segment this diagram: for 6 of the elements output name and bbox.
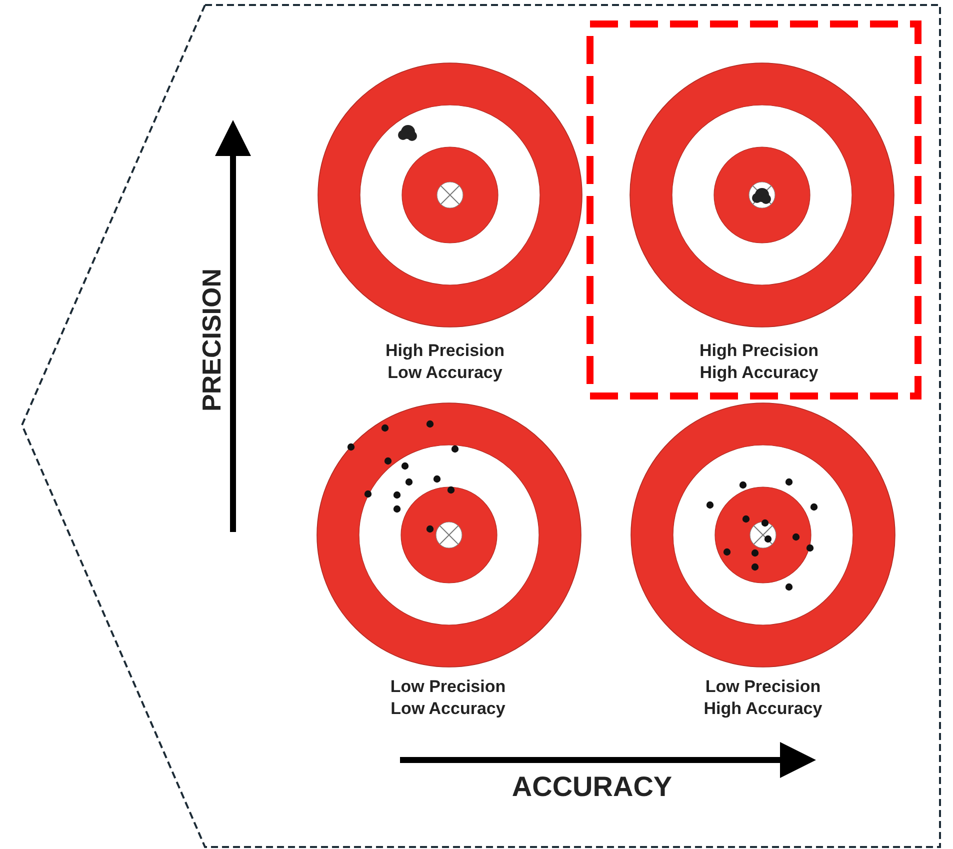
target-caption: High Precision High Accuracy <box>698 340 820 384</box>
target-caption: Low Precision Low Accuracy <box>389 676 507 720</box>
axis-label: ACCURACY <box>512 770 672 804</box>
target-caption: High Precision Low Accuracy <box>384 340 506 384</box>
axis-label: PRECISION <box>196 268 228 412</box>
target-caption: Low Precision High Accuracy <box>702 676 824 720</box>
